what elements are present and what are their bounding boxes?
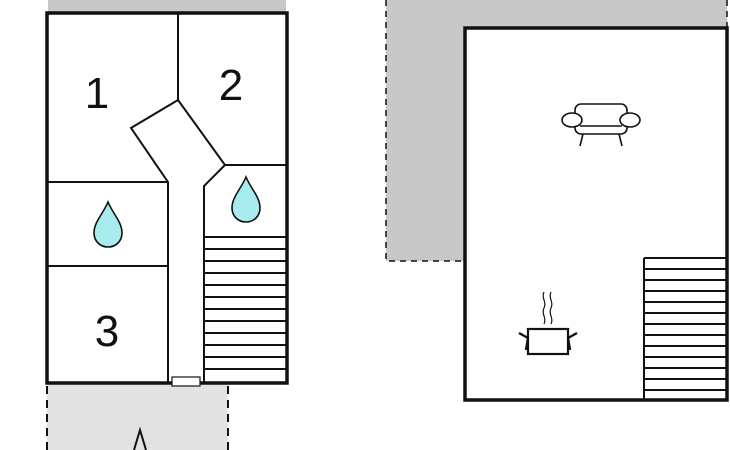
water-drop-icon bbox=[231, 174, 261, 223]
staircase-left bbox=[204, 236, 287, 370]
room-number-2: 2 bbox=[219, 61, 243, 110]
water-drop-icon bbox=[93, 199, 123, 248]
left-floor: 1 2 3 bbox=[45, 0, 289, 450]
entrance-arrow-icon bbox=[133, 426, 147, 450]
right-terrace bbox=[386, 0, 727, 261]
room-number-3: 3 bbox=[95, 307, 119, 356]
sofa-icon bbox=[561, 103, 641, 147]
door-mat bbox=[171, 376, 201, 387]
room-number-1: 1 bbox=[85, 69, 109, 118]
right-terrace-dashed-edge bbox=[385, 0, 728, 262]
terrace-dashed-edge bbox=[46, 386, 229, 450]
staircase-right bbox=[643, 257, 727, 399]
right-floor bbox=[385, 0, 729, 402]
top-terrace-strip bbox=[48, 0, 286, 12]
outer-walls-right bbox=[463, 26, 729, 402]
cooking-pot-icon bbox=[518, 291, 578, 356]
